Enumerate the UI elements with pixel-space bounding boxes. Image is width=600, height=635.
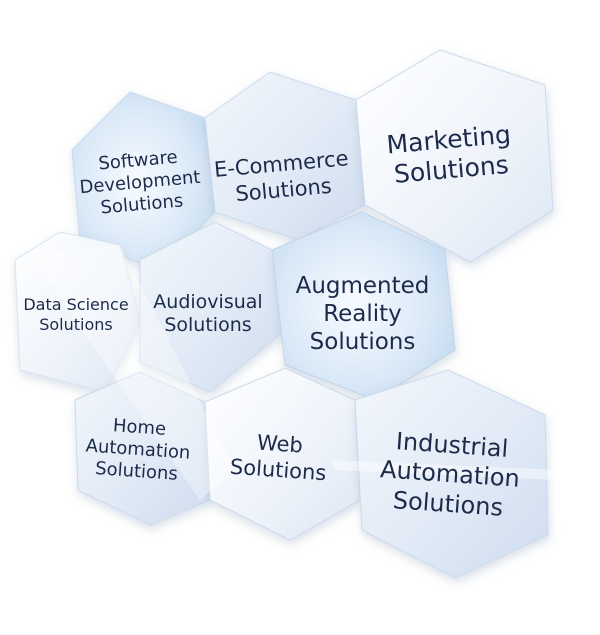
label-industrial-automation: Industrial Automation Solutions [356,412,544,538]
label-line: Solutions [392,485,504,522]
label-augmented-reality: Augmented Reality Solutions [275,262,450,366]
label-home-automation: Home Automation Solutions [65,397,211,503]
label-data-science: Data Science Solutions [12,285,140,345]
label-line: Augmented [295,272,430,299]
label-line: Audiovisual [153,290,263,313]
hex-marketing [355,49,554,263]
label-line: Solutions [309,329,416,356]
label-line: Solutions [94,458,179,485]
label-line: Solutions [229,454,328,486]
light-streak [330,460,560,480]
label-line: Solutions [39,315,113,334]
hex-augmented [271,211,456,401]
label-line: Solutions [164,314,252,336]
label-marketing: Marketing Solutions [362,108,538,203]
light-streak [30,245,235,500]
hex-industrial [354,369,549,579]
label-audiovisual: Audiovisual Solutions [142,282,274,346]
label-web: Web Solutions [206,415,353,501]
label-ecommerce: E-Commerce Solutions [197,131,368,225]
label-line: Reality [323,300,402,327]
label-line: Data Science [23,295,129,315]
label-line: Web [256,430,304,458]
